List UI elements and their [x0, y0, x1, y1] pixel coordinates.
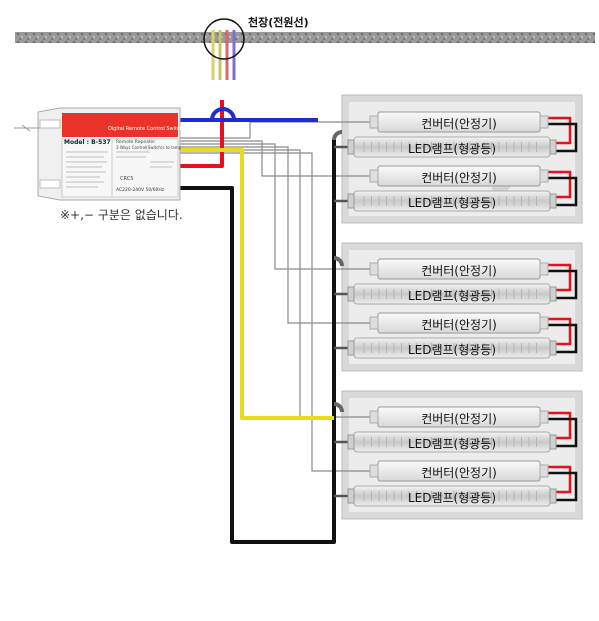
converter-to-lamp-wires	[334, 116, 578, 502]
lamp-label: LED램프(형광등)	[407, 343, 497, 357]
fixture-1	[347, 111, 557, 158]
converter-label: 컨버터(안정기)	[421, 264, 497, 278]
device-sub1: Remote Repeater	[116, 140, 156, 145]
device-power: AC220-240V 50/60Hz	[116, 188, 165, 193]
device-model: Model : B-537	[64, 139, 111, 146]
fixture-components	[347, 111, 557, 507]
fixture-2	[347, 165, 557, 212]
ceiling-junction-circle	[203, 18, 245, 60]
device-header: Digital Remote Control Switch	[108, 126, 183, 132]
main-power-wires	[180, 100, 344, 544]
device-cert: CRCS	[120, 176, 134, 182]
fixture-6	[347, 460, 557, 507]
lamp-label: LED램프(형광등)	[407, 437, 497, 451]
remote-switch-device	[14, 107, 181, 201]
fixture-3	[347, 258, 557, 305]
lamp-label: LED램프(형광등)	[407, 196, 497, 210]
device-red-label	[62, 113, 178, 137]
converter-label: 컨버터(안정기)	[421, 171, 497, 185]
ceiling-label: 천장(전원선)	[248, 16, 309, 29]
ceiling-bar	[15, 32, 595, 43]
polarity-note: ※+,− 구분은 없습니다.	[60, 208, 183, 222]
converter-label: 컨버터(안정기)	[421, 318, 497, 332]
fixture-4	[347, 312, 557, 359]
converter-label: 컨버터(안정기)	[421, 117, 497, 131]
lamp-label: LED램프(형광등)	[407, 289, 497, 303]
lamp-label: LED램프(형광등)	[407, 491, 497, 505]
ceiling-power-wires	[211, 30, 236, 80]
fixture-5	[347, 406, 557, 453]
lamp-label: LED램프(형광등)	[407, 142, 497, 156]
device-sub2: 3 Ways Control(Switch)s to lamp	[116, 145, 182, 150]
converter-label: 컨버터(안정기)	[421, 466, 497, 480]
converter-label: 컨버터(안정기)	[421, 412, 497, 426]
